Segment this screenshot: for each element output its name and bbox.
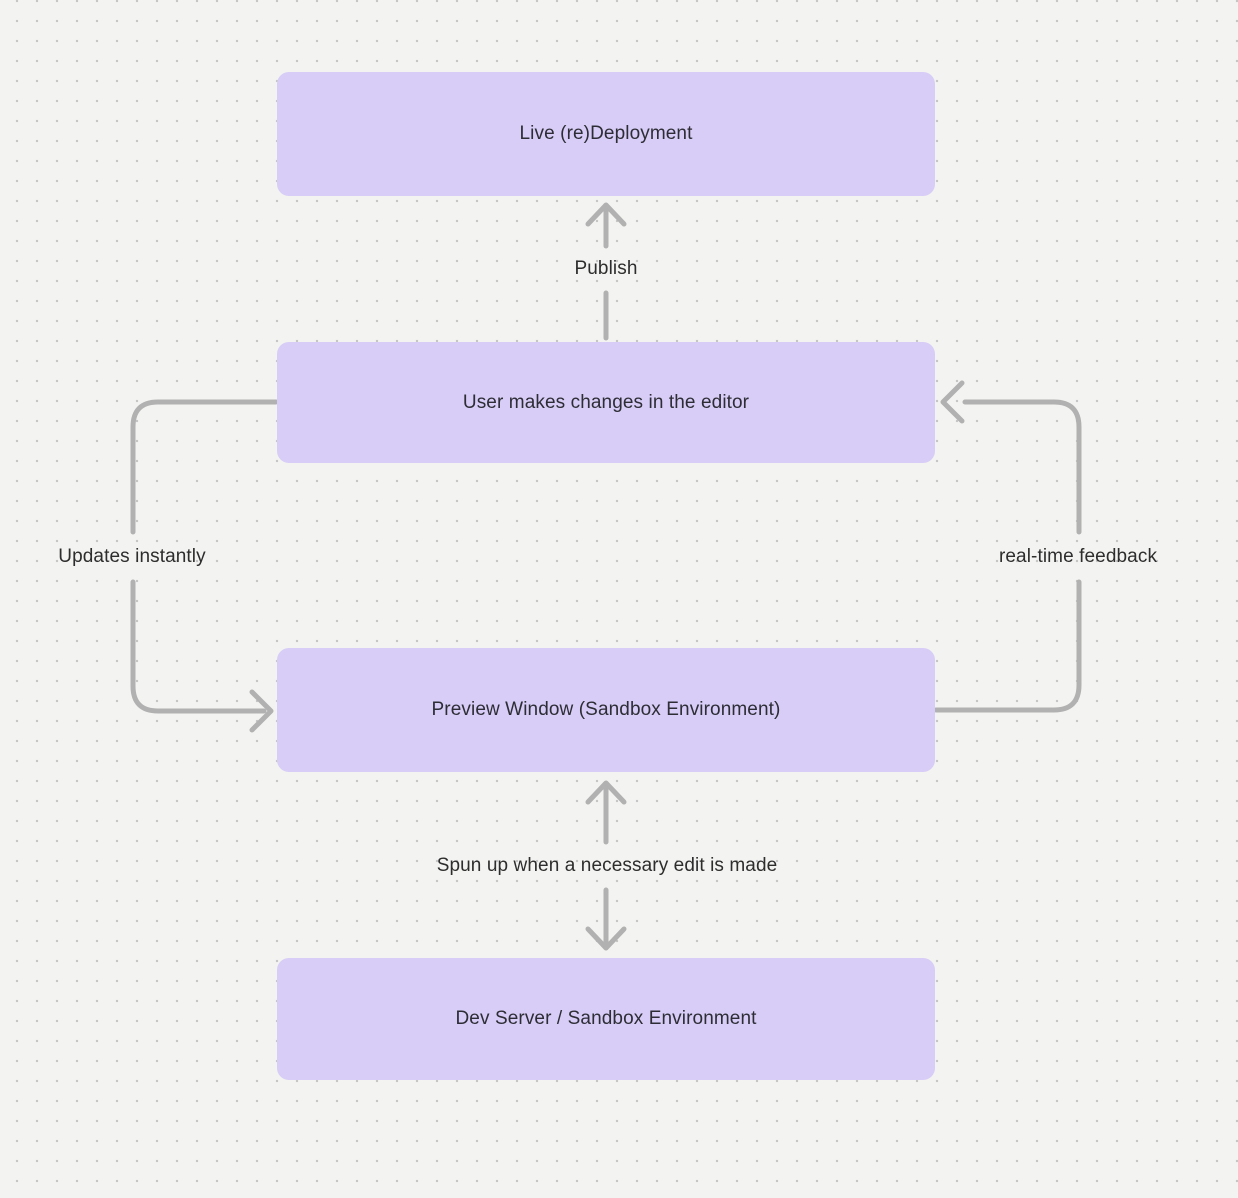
arrowhead-right-icon <box>249 689 274 733</box>
arrowhead-left-icon <box>940 380 965 424</box>
edge-label-updates-instantly: Updates instantly <box>58 546 206 567</box>
node-live-redeployment[interactable]: Live (re)Deployment <box>277 72 935 196</box>
arrowhead-up-icon <box>585 202 627 227</box>
node-dev-server[interactable]: Dev Server / Sandbox Environment <box>277 958 935 1080</box>
node-label: Live (re)Deployment <box>519 123 693 144</box>
node-label: Preview Window (Sandbox Environment) <box>431 699 781 720</box>
arrowhead-down-icon <box>585 926 627 951</box>
edge-label-spun-up: Spun up when a necessary edit is made <box>436 855 778 876</box>
arrowhead-up-icon <box>585 780 627 805</box>
node-label: User makes changes in the editor <box>462 391 750 413</box>
node-label: Dev Server / Sandbox Environment <box>455 1008 757 1029</box>
edge-label-publish: Publish <box>574 258 638 279</box>
edge-label-real-time-feedback: real-time feedback <box>998 546 1158 567</box>
node-preview-window[interactable]: Preview Window (Sandbox Environment) <box>277 648 935 772</box>
node-user-editor[interactable]: User makes changes in the editor <box>277 342 935 463</box>
